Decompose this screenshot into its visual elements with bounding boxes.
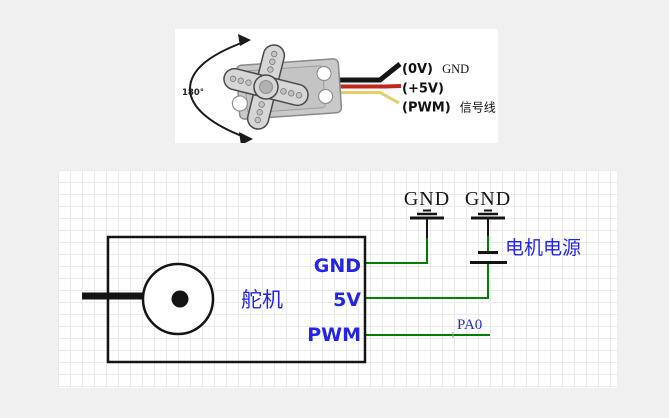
arc-arrowhead-bottom-icon (239, 132, 253, 143)
motor-power-label: 电机电源 (505, 237, 581, 259)
ground-symbol-1 (410, 209, 444, 220)
mount-hole-top-right (316, 65, 332, 82)
rotation-arc (188, 41, 248, 139)
pin-label-5v: 5V (333, 289, 361, 311)
pin-label-pwm: PWM (307, 324, 361, 346)
ground-symbol-2 (471, 209, 505, 220)
wire-label-gnd: (0V) GND (402, 58, 469, 77)
schematic-drawing: GND GND 电机电源 PA0 舵机 GND (82, 188, 581, 364)
pin-label-gnd: GND (314, 255, 361, 277)
wire-red-5v (333, 84, 402, 89)
rotation-angle-label: 180° (182, 88, 204, 98)
net-name-pa0: PA0 (457, 317, 482, 333)
wire-label-pwm: (PWM) 信号线 (402, 97, 496, 116)
wire-label-5v: (+5V) (402, 82, 444, 97)
net-gnd-wire (365, 238, 428, 264)
servo-photo-panel: 180° (175, 29, 498, 143)
horn-holes (229, 50, 303, 124)
battery-symbol (470, 251, 507, 264)
wire-yellow-pwm (333, 91, 400, 105)
net-5v-wire (365, 264, 489, 299)
servo-shaft-arm (82, 292, 180, 300)
servo-illustration: 180° (182, 34, 496, 143)
mount-hole-bottom-left (231, 95, 248, 112)
arc-arrowhead-top-icon (238, 34, 251, 46)
horn-hub-center (259, 80, 273, 94)
schematic-panel: GND GND 电机电源 PA0 舵机 GND (58, 170, 617, 388)
wire-black-gnd (333, 62, 402, 83)
ground-label-2: GND (465, 188, 511, 210)
servo-horn (223, 44, 309, 130)
ground-label-1: GND (404, 188, 450, 210)
servo-component-label: 舵机 (241, 288, 283, 312)
servo-shaft-dot (171, 290, 189, 308)
mount-hole-bottom-right (318, 88, 334, 105)
